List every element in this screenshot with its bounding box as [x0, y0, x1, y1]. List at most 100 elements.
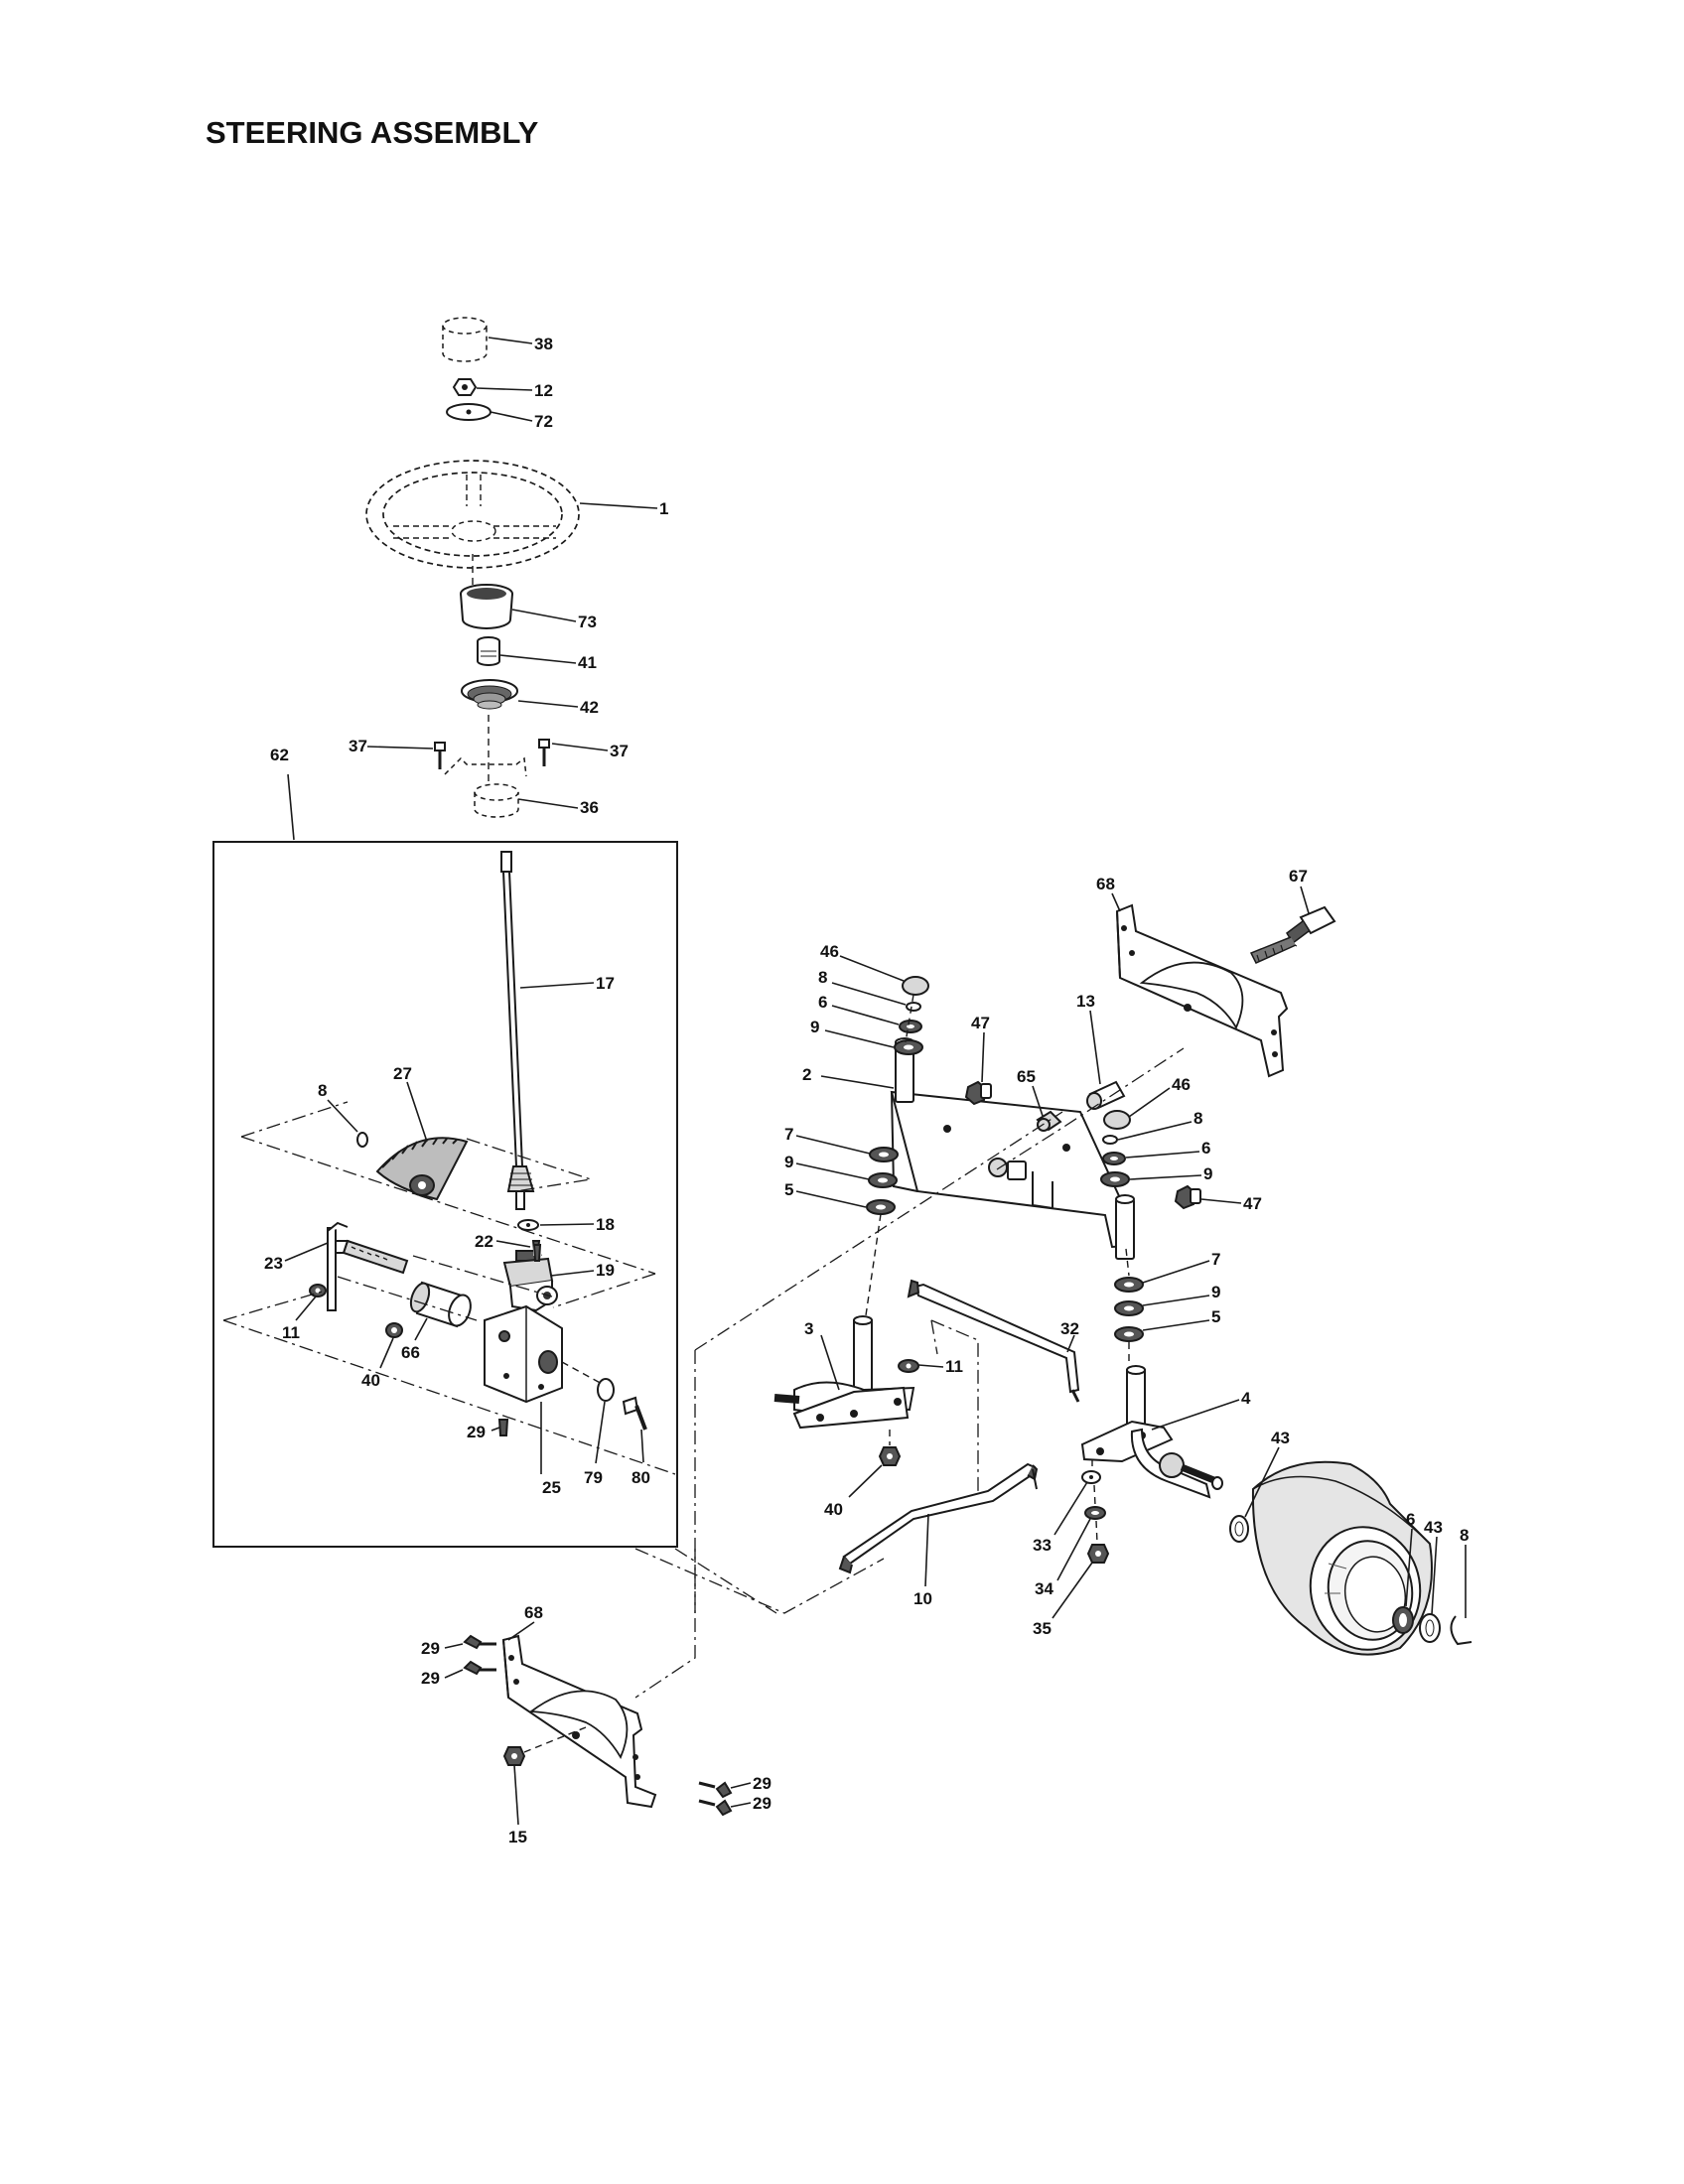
washer-9-left: [894, 1039, 923, 1055]
callout-11-right: 11: [945, 1357, 963, 1376]
spacer-13: [1086, 1080, 1126, 1110]
washer-6-right: [1102, 1152, 1126, 1165]
callout-9-left: 9: [810, 1018, 819, 1036]
cap-46-right: [1103, 1110, 1131, 1130]
callout-12: 12: [534, 381, 553, 400]
washer-79: [597, 1378, 615, 1402]
callout-4: 4: [1241, 1389, 1251, 1408]
callout-46-left: 46: [820, 942, 839, 961]
callout-72: 72: [534, 412, 553, 431]
screw-37-left: [434, 742, 446, 769]
callout-15: 15: [508, 1828, 527, 1846]
callout-34: 34: [1035, 1579, 1053, 1598]
callout-62: 62: [270, 746, 289, 764]
callout-36: 36: [580, 798, 599, 817]
screw-29-lower-right: [698, 1799, 733, 1817]
callout-65: 65: [1017, 1067, 1036, 1086]
washer-9-right: [1100, 1171, 1130, 1187]
mounting-plate-25: [484, 1304, 563, 1404]
adapter-41: [477, 636, 500, 666]
callout-67: 67: [1289, 867, 1308, 886]
callout-43-inner: 43: [1271, 1429, 1290, 1447]
hex-nut-12: [452, 378, 478, 396]
screw-29-lower-left: [463, 1660, 496, 1676]
callout-1: 1: [659, 499, 668, 518]
bolt-80: [622, 1396, 647, 1431]
cap-46-left: [902, 976, 929, 996]
callout-79: 79: [584, 1468, 603, 1487]
callout-33: 33: [1033, 1536, 1052, 1555]
callout-29-lower-right: 29: [753, 1794, 772, 1813]
washer-7-left: [869, 1147, 899, 1162]
callout-9-right: 9: [1203, 1164, 1212, 1183]
callout-32: 32: [1060, 1319, 1079, 1338]
washer-6-left: [899, 1020, 922, 1033]
washer-43-outer: [1419, 1613, 1441, 1643]
callout-18: 18: [596, 1215, 615, 1234]
nut-47-lower: [1174, 1184, 1201, 1210]
callout-66: 66: [401, 1343, 420, 1362]
callout-27: 27: [393, 1064, 412, 1083]
callout-29-plate: 29: [467, 1423, 486, 1441]
callout-29-upper-left: 29: [421, 1639, 440, 1658]
assembly-62-box: [212, 841, 678, 1548]
bushing-66: [409, 1281, 472, 1328]
drag-link-end: [1070, 1389, 1080, 1403]
callout-73: 73: [578, 613, 597, 631]
clip-8-axle-left: [906, 1002, 921, 1012]
callout-29-lower-left: 29: [421, 1669, 440, 1688]
washer-9-left-lower: [868, 1172, 898, 1188]
tie-rod-10: [838, 1462, 1039, 1574]
callout-80: 80: [632, 1468, 650, 1487]
clip-8-wheel: [1450, 1615, 1473, 1646]
callout-68-lower: 68: [524, 1603, 543, 1622]
callout-25: 25: [542, 1478, 561, 1497]
washer-11-right: [898, 1359, 919, 1373]
screw-37-right: [538, 739, 550, 766]
callout-17: 17: [596, 974, 615, 993]
callout-47-lower: 47: [1243, 1194, 1262, 1213]
callout-22: 22: [475, 1232, 493, 1251]
callout-40-left: 40: [361, 1371, 380, 1390]
washer-18: [517, 1219, 539, 1231]
screw-29-plate: [497, 1419, 509, 1436]
callout-68-upper: 68: [1096, 875, 1115, 893]
callout-5-left: 5: [784, 1180, 793, 1199]
callout-40-right: 40: [824, 1500, 843, 1519]
callout-10: 10: [913, 1589, 932, 1608]
callout-8-left: 8: [818, 968, 827, 987]
callout-9-left-lower: 9: [784, 1153, 793, 1171]
nut-40-right: [878, 1446, 902, 1466]
callout-13: 13: [1076, 992, 1095, 1011]
callout-29-upper-right: 29: [753, 1774, 772, 1793]
steering-cap-38: [442, 317, 488, 362]
screw-29-upper-right: [698, 1781, 733, 1799]
callout-5-right: 5: [1211, 1307, 1220, 1326]
callout-43-outer: 43: [1424, 1518, 1443, 1537]
callout-8-gear: 8: [318, 1081, 327, 1100]
callout-3: 3: [804, 1319, 813, 1338]
front-wheel: [1232, 1460, 1433, 1656]
page-title: STEERING ASSEMBLY: [206, 115, 539, 150]
callout-23: 23: [264, 1254, 283, 1273]
washer-5-right: [1114, 1326, 1144, 1342]
sector-gear-27: [375, 1137, 469, 1201]
boot-42: [461, 679, 518, 710]
bushing-73: [460, 584, 513, 629]
spindle-4: [1080, 1365, 1223, 1499]
callout-19: 19: [596, 1261, 615, 1280]
bolt-67: [1249, 905, 1336, 964]
pinion-bracket-19: [502, 1250, 558, 1312]
callout-2: 2: [802, 1065, 811, 1084]
nut-47-upper: [964, 1080, 992, 1106]
washer-6-wheel: [1392, 1606, 1414, 1634]
screw-29-upper-left: [463, 1634, 496, 1650]
callout-37-right: 37: [610, 742, 629, 760]
steering-shaft-23: [327, 1221, 409, 1311]
callout-7-right: 7: [1211, 1250, 1220, 1269]
clip-8-axle-right: [1102, 1135, 1118, 1145]
callout-46-right: 46: [1172, 1075, 1191, 1094]
bracket-68-upper: [1115, 903, 1289, 1078]
steering-shaft-17: [500, 851, 535, 1210]
